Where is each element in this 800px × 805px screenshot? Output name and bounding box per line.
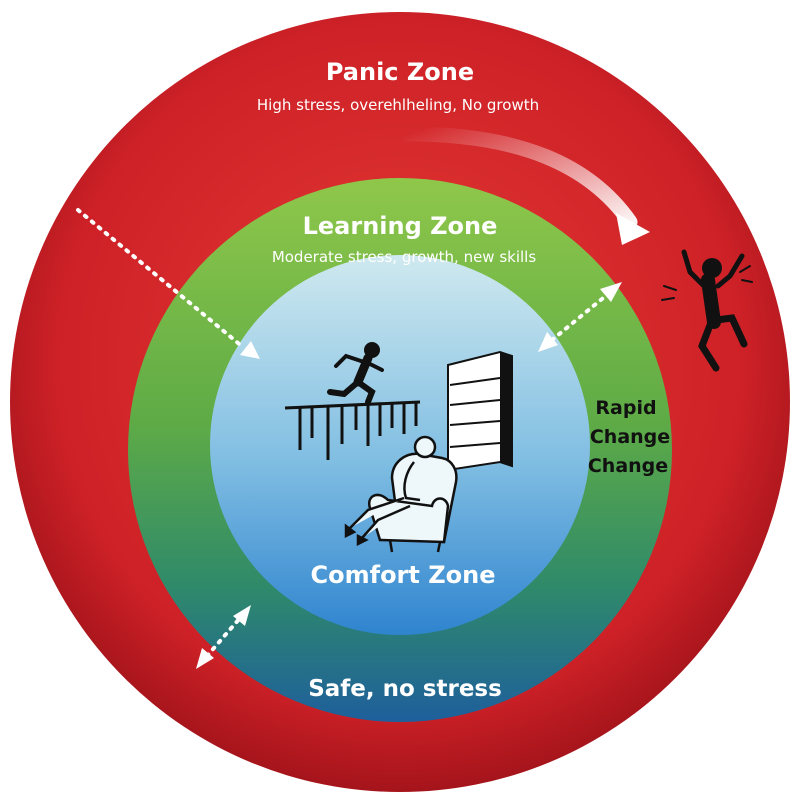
side-label-line-3: Change (588, 455, 668, 477)
escalation-arrow (400, 126, 650, 245)
panicked-person-icon (661, 249, 753, 372)
dotted-arrow-upper-left (76, 208, 260, 359)
comfort-zone-title: Comfort Zone (311, 561, 496, 589)
dotted-arrow-right (538, 282, 622, 352)
comfort-zone-circle (210, 255, 590, 635)
side-label-line-1: Rapid (595, 397, 656, 419)
person-in-armchair-icon (344, 435, 458, 553)
wall-icon (447, 350, 513, 472)
side-label-line-2: Change (590, 426, 670, 448)
panic-zone-title: Panic Zone (326, 58, 474, 86)
learning-zone-subtitle: Moderate stress, growth, new skills (272, 248, 537, 266)
dotted-arrow-lower-left (196, 605, 251, 669)
panic-zone-subtitle: High stress, overehlheling, No growth (257, 96, 539, 114)
learning-zone-title: Learning Zone (303, 212, 498, 240)
person-walking-on-fence-icon (284, 342, 421, 460)
comfort-zone-subtitle: Safe, no stress (308, 676, 502, 702)
